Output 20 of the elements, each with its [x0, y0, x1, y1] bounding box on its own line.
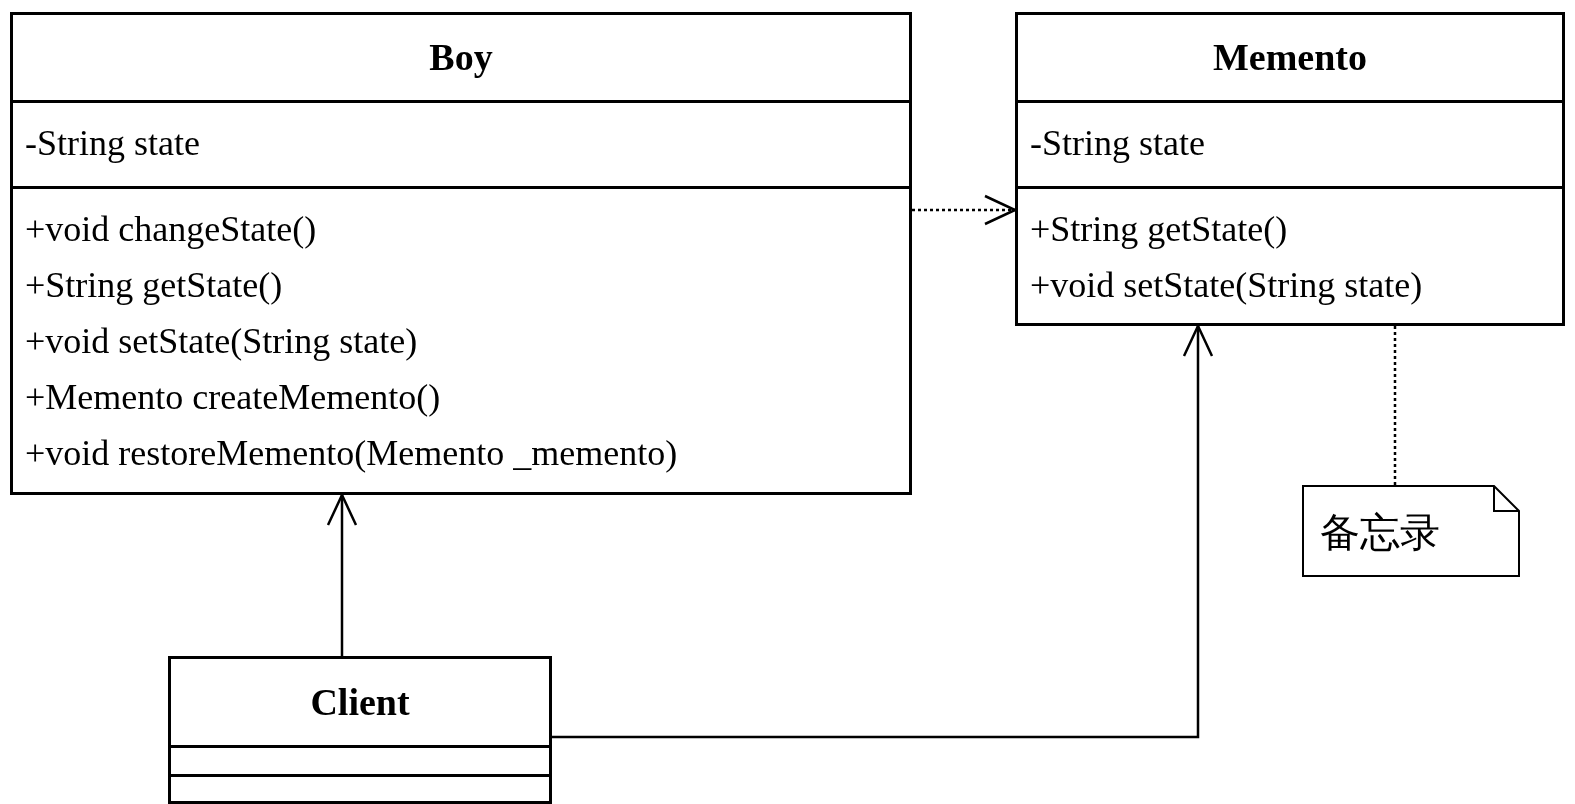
class-name: Memento — [1212, 36, 1367, 78]
method-text: +void restoreMemento(Memento _memento) — [25, 432, 679, 475]
note-shape — [1302, 485, 1520, 577]
method-text: +void setState(String state) — [1030, 264, 1424, 307]
method-text: +void changeState() — [25, 208, 318, 251]
method-text: +void setState(String state) — [25, 320, 419, 363]
attribute-text: -String state — [25, 122, 201, 165]
class-box — [168, 656, 552, 804]
association-arrow — [552, 324, 1214, 739]
class-box — [10, 12, 912, 495]
note-text: 备忘录 — [1320, 508, 1440, 557]
class-name: Client — [310, 681, 410, 723]
method-text: +Memento createMemento() — [25, 376, 442, 419]
method-text: +String getState() — [1030, 208, 1289, 251]
attribute-text: -String state — [1030, 122, 1206, 165]
method-text: +String getState() — [25, 264, 284, 307]
class-name: Boy — [429, 36, 493, 78]
dependency-arrow — [912, 194, 1017, 226]
class-box — [1015, 12, 1565, 326]
association-arrow — [326, 493, 358, 656]
